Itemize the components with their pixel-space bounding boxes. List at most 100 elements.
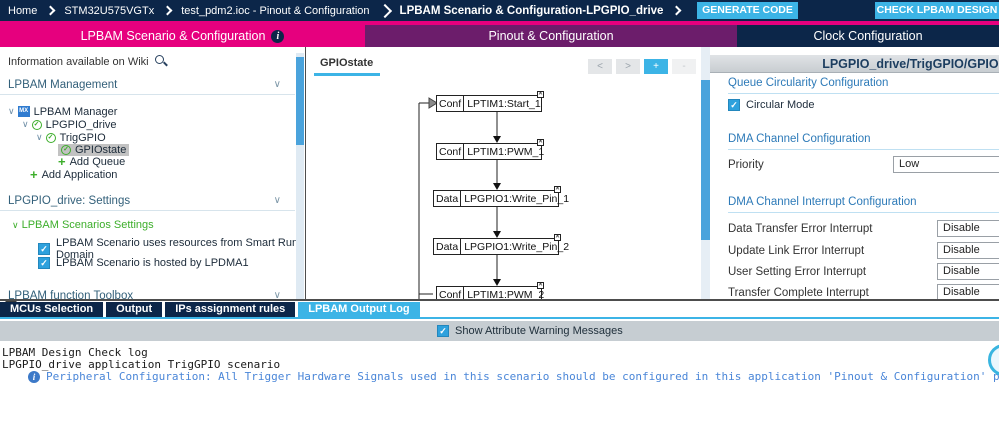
node-lptim1-start-1[interactable]: Conf LPTIM1:Start_1 ✕ — [436, 91, 544, 112]
diagram-zoom-out-button[interactable]: - — [672, 59, 696, 74]
tree-item-add-queue[interactable]: + Add Queue — [58, 155, 125, 168]
node-lptim1-pwm-1[interactable]: Conf LPTIM1:PWM_1 ✕ — [436, 139, 544, 160]
tab-lpbam-scenario[interactable]: LPBAM Scenario & Configuration i — [0, 25, 365, 47]
node-delete-icon[interactable]: ✕ — [537, 91, 544, 98]
chevron-right-icon — [162, 5, 173, 16]
section-lpbam-management[interactable]: LPBAM Management ∨ — [0, 79, 295, 95]
tab-ips-assignment-rules[interactable]: IPs assignment rules — [165, 302, 296, 317]
node-type: Conf — [437, 144, 465, 159]
priority-select[interactable]: Low — [893, 156, 999, 173]
check-lpbam-design-button[interactable]: CHECK LPBAM DESIGN — [875, 2, 999, 19]
breadcrumb-project[interactable]: test_pdm2.ioc - Pinout & Configuration — [181, 4, 370, 17]
status-ok-icon: ✓ — [61, 144, 71, 155]
section-dma-channel: DMA Channel Configuration — [728, 133, 999, 150]
chevron-down-icon[interactable]: ∨ — [273, 195, 281, 206]
irq-row-select[interactable]: Disable — [937, 220, 999, 237]
checkbox-checked-icon[interactable]: ✓ — [38, 257, 50, 269]
node-type: Conf — [437, 96, 465, 111]
breadcrumb-mcu[interactable]: STM32U575VGTx — [64, 4, 155, 17]
left-panel-scrollbar[interactable] — [296, 53, 304, 299]
chevron-down-icon[interactable]: ∨ — [8, 106, 15, 116]
tree-item-lpgpio-drive[interactable]: ∨ ✓ LPGPIO_drive — [22, 118, 117, 131]
lpbam-management-panel: Information available on Wiki LPBAM Mana… — [0, 47, 305, 299]
left-panel-scrollbar-thumb[interactable] — [296, 57, 304, 145]
output-panel: MCUs Selection Output IPs assignment rul… — [0, 299, 999, 433]
status-ok-icon: ✓ — [31, 119, 42, 130]
selected-highlight: ✓ GPIOstate — [58, 143, 130, 156]
tab-output[interactable]: Output — [106, 302, 163, 317]
irq-row-label: Transfer Complete Interrupt — [728, 287, 869, 299]
diagram-next-button[interactable]: > — [616, 59, 640, 74]
top-navigation-bar: Home STM32U575VGTx test_pdm2.ioc - Pinou… — [0, 0, 999, 21]
checkbox-show-attribute-warnings-label: Show Attribute Warning Messages — [455, 325, 623, 337]
checkbox-hosted-by-lpdma1[interactable]: ✓ LPBAM Scenario is hosted by LPDMA1 — [38, 257, 249, 269]
queue-configuration-panel: LPGPIO_drive/TrigGPIO/GPIOstate Queue Ci… — [710, 47, 999, 299]
section-lpgpio-settings-label: LPGPIO_drive: Settings — [8, 195, 131, 207]
tree-item-triggpio-label: TrigGPIO — [59, 131, 106, 144]
section-lpbam-management-label: LPBAM Management — [8, 79, 118, 91]
irq-row-select[interactable]: Disable — [937, 263, 999, 280]
section-lpbam-function-toolbox-label: LPBAM function Toolbox — [8, 290, 134, 299]
section-lpbam-function-toolbox[interactable]: LPBAM function Toolbox ∨ — [0, 290, 295, 299]
node-delete-icon[interactable]: ✕ — [537, 282, 544, 289]
diagram-zoom-in-button[interactable]: + — [644, 59, 668, 74]
node-delete-icon[interactable]: ✕ — [554, 234, 561, 241]
breadcrumb-home[interactable]: Home — [8, 4, 38, 17]
wiki-search-icon[interactable] — [154, 55, 168, 68]
tab-lpbam-output-log[interactable]: LPBAM Output Log — [298, 302, 420, 317]
wiki-info-label: Information available on Wiki — [8, 55, 149, 68]
tree-item-lpgpio-drive-label: LPGPIO_drive — [45, 118, 117, 131]
generate-code-button[interactable]: GENERATE CODE — [697, 2, 798, 19]
plus-icon: + — [30, 167, 38, 182]
section-lpgpio-settings[interactable]: LPGPIO_drive: Settings ∨ — [0, 195, 295, 211]
diagram-tab-underline — [314, 73, 380, 76]
info-icon[interactable]: i — [271, 29, 285, 43]
chevron-down-icon[interactable]: ∨ — [36, 132, 43, 142]
checkbox-smart-run-domain-label: LPBAM Scenario uses resources from Smart… — [56, 237, 299, 261]
group-lpbam-scenarios-settings[interactable]: ∨ LPBAM Scenarios Settings — [12, 219, 154, 231]
tab-clock-configuration[interactable]: Clock Configuration — [737, 25, 999, 47]
tree-item-add-application-label: Add Application — [41, 168, 118, 181]
irq-row-select[interactable]: Disable — [937, 284, 999, 299]
node-lpgpio1-write-pin-2[interactable]: Data LPGPIO1:Write_Pin_2 ✕ — [433, 234, 569, 255]
chevron-down-icon[interactable]: ∨ — [273, 79, 281, 90]
checkbox-circular-mode[interactable]: ✓ Circular Mode — [728, 99, 814, 111]
checkbox-hosted-by-lpdma1-label: LPBAM Scenario is hosted by LPDMA1 — [56, 257, 249, 269]
node-label: LPGPIO1:Write_Pin_1 — [464, 192, 570, 205]
priority-label: Priority — [728, 159, 764, 171]
section-queue-circularity: Queue Circularity Configuration — [728, 77, 999, 94]
tree-item-lpbam-manager-label: LPBAM Manager — [33, 105, 118, 118]
tab-mcus-selection[interactable]: MCUs Selection — [0, 302, 104, 317]
log-info-text: Peripheral Configuration: All Trigger Ha… — [46, 370, 999, 383]
tree-item-lpbam-manager[interactable]: ∨ MX LPBAM Manager — [8, 105, 117, 118]
checkbox-smart-run-domain[interactable]: ✓ LPBAM Scenario uses resources from Sma… — [38, 237, 305, 261]
diagram-scrollbar-thumb[interactable] — [701, 80, 710, 240]
tree-item-triggpio[interactable]: ∨ ✓ TrigGPIO — [36, 131, 106, 144]
node-delete-icon[interactable]: ✕ — [537, 139, 544, 146]
diagram-tab-gpiostate[interactable]: GPIOstate — [320, 57, 374, 69]
checkbox-checked-icon[interactable]: ✓ — [38, 243, 50, 255]
tree-item-add-application[interactable]: + Add Application — [30, 168, 117, 181]
node-lpgpio1-write-pin-1[interactable]: Data LPGPIO1:Write_Pin_1 ✕ — [433, 186, 569, 207]
chevron-down-icon[interactable]: ∨ — [22, 119, 29, 129]
breadcrumb-current[interactable]: LPBAM Scenario & Configuration-LPGPIO_dr… — [399, 4, 664, 17]
irq-row-label: Data Transfer Error Interrupt — [728, 223, 873, 235]
queue-config-title: LPGPIO_drive/TrigGPIO/GPIOstate — [822, 57, 999, 71]
chevron-down-icon[interactable]: ∨ — [273, 290, 281, 299]
tab-clock-label: Clock Configuration — [813, 29, 923, 43]
diagram-connector-lines — [418, 97, 501, 299]
tab-pinout-configuration[interactable]: Pinout & Configuration — [365, 25, 737, 47]
node-label: LPTIM1:Start_1 — [467, 97, 541, 110]
irq-row-select[interactable]: Disable — [937, 242, 999, 259]
tree-item-add-queue-label: Add Queue — [69, 155, 126, 168]
irq-row-label: User Setting Error Interrupt — [728, 266, 867, 278]
node-lptim1-pwm-2[interactable]: Conf LPTIM1:PWM_2 ✕ — [436, 282, 544, 299]
chevron-down-icon[interactable]: ∨ — [12, 219, 19, 230]
checkbox-show-attribute-warnings[interactable]: ✓ Show Attribute Warning Messages — [437, 325, 623, 337]
node-delete-icon[interactable]: ✕ — [554, 186, 561, 193]
tree-item-gpiostate[interactable]: ✓ GPIOstate — [58, 143, 130, 156]
checkbox-checked-icon[interactable]: ✓ — [728, 99, 740, 111]
checkbox-checked-icon[interactable]: ✓ — [437, 325, 449, 337]
diagram-prev-button[interactable]: < — [588, 59, 612, 74]
section-dma-interrupt: DMA Channel Interrupt Configuration — [728, 196, 999, 213]
